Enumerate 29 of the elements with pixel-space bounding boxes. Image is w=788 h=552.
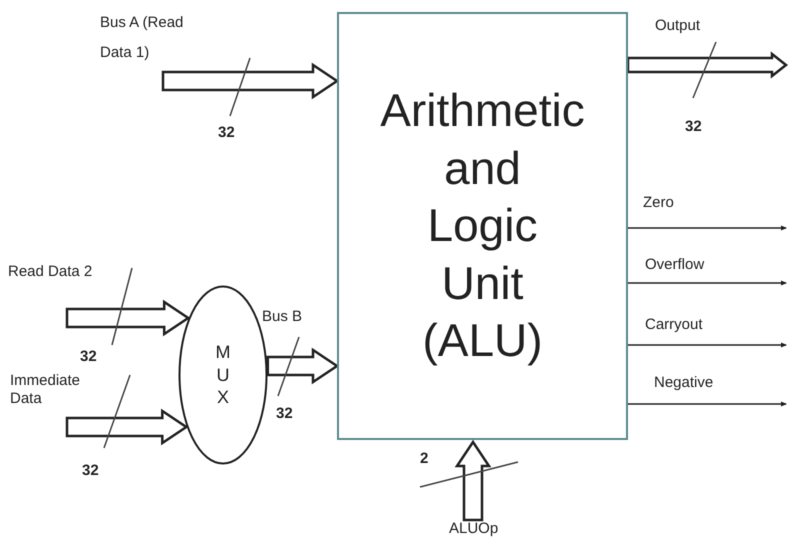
- bus-arrow: [266, 348, 340, 384]
- unit-title: Arithmetic and Logic Unit (ALU): [379, 83, 586, 368]
- bus-arrow: [66, 408, 189, 446]
- bus-arrow: [162, 62, 340, 100]
- bus-arrow: [454, 440, 492, 522]
- bus-arrow: [66, 300, 190, 336]
- signal-label: ALUOp: [449, 520, 498, 538]
- bus-width-label: 32: [685, 118, 702, 136]
- signal-arrow: [628, 226, 787, 230]
- bus-width-label: 32: [218, 124, 235, 142]
- signal-label: Immediate Data: [10, 372, 82, 408]
- signal-label: Carryout: [645, 316, 703, 334]
- signal-label: Bus B: [262, 308, 302, 326]
- bus-width-label: 32: [80, 348, 97, 366]
- bus-width-label: 2: [420, 450, 428, 468]
- bus-arrow: [626, 51, 788, 79]
- signal-label: Bus A (Read Data 1): [100, 13, 184, 63]
- mux-label: MUX: [214, 341, 232, 409]
- bus-width-label: 32: [276, 405, 293, 423]
- signal-arrow: [628, 342, 787, 348]
- signal-label: Negative: [654, 374, 714, 392]
- bus-width-label: 32: [82, 462, 99, 480]
- signal-label: Output: [655, 17, 700, 35]
- signal-label: Zero: [643, 194, 674, 212]
- signal-arrow: [628, 402, 787, 406]
- signal-arrow: [628, 280, 787, 286]
- signal-label: Overflow: [645, 256, 704, 274]
- signal-label: Read Data 2: [8, 263, 92, 281]
- alu-block: [337, 12, 628, 440]
